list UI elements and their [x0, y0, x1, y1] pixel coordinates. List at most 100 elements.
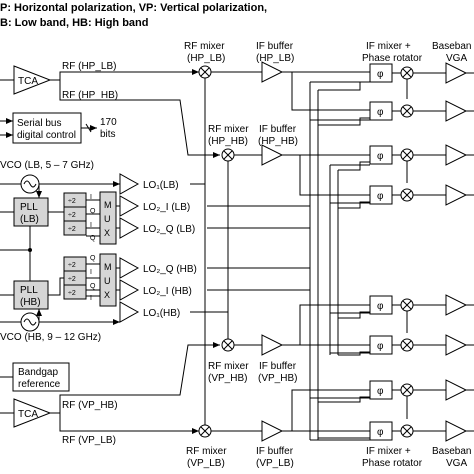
rf-mixer-hp-hb — [221, 148, 235, 162]
phi-6: φ — [377, 341, 384, 352]
channel-row-3: φ — [369, 144, 474, 166]
phi-7: φ — [377, 386, 384, 397]
lo2-taps-row1 — [310, 81, 370, 91]
rf-mixer-path-hp-hb: (HP_HB) — [208, 136, 248, 147]
if-buffer-vp-lb — [261, 420, 284, 442]
if-buffer-hp-lb — [261, 61, 284, 83]
tca-label-hp: TCA — [18, 76, 38, 87]
tca-label-vp: TCA — [18, 409, 38, 420]
rf-mixer-title-hp-hb: RF mixer — [208, 124, 249, 135]
mux-lb-m: M — [104, 200, 112, 210]
lo2-q-hb-label: LO₂_Q (HB) — [143, 264, 197, 275]
div2-hb-2-label: ÷2 — [68, 276, 76, 283]
bits-count: 170 — [100, 117, 117, 128]
if-bus-hp-hb — [282, 154, 370, 196]
serial-bus-line-1: Serial bus — [17, 118, 61, 129]
rf-vp-hb-wire — [50, 342, 220, 414]
if-buffer-path-hp-lb: (HP_LB) — [256, 53, 294, 64]
div-hb-i-2: I — [90, 295, 92, 302]
if-mixer-title-top: IF mixer + — [366, 41, 411, 52]
phi-3: φ — [377, 151, 384, 162]
div-hb-q-1: Q — [90, 255, 96, 262]
if-buffer-path-hp-hb: (HP_HB) — [258, 136, 298, 147]
lo2-i-lb-label: LO₂_I (LB) — [143, 202, 190, 213]
lo2-taps-row4 — [330, 201, 370, 209]
phase-rotator-title-bottom: Phase rotator — [362, 458, 423, 469]
if-bus-vp-hb — [282, 304, 370, 346]
vga-title-top: VGA — [446, 53, 467, 64]
lo2-lb-bus-up — [309, 82, 319, 228]
rf-mixer-path-hp-lb: (HP_LB) — [187, 53, 225, 64]
lo2-taps-row8 — [310, 437, 370, 441]
mux-lb-x: X — [104, 228, 110, 238]
if-bus-vp-lb — [282, 389, 370, 432]
phi-8: φ — [377, 427, 384, 438]
lo1-lb-buffer — [119, 173, 140, 195]
rf-hp-lb-label: RF (HP_LB) — [62, 61, 116, 72]
div-lb-i-1: I — [90, 194, 92, 201]
div2-hb-3 — [63, 284, 87, 300]
div2-lb-1-label: ÷2 — [68, 198, 76, 205]
pll-lb-title: PLL — [20, 202, 38, 213]
bus-slash — [85, 123, 92, 133]
channel-row-8: φ — [369, 420, 474, 442]
div-lb-wires — [86, 199, 100, 237]
lo2-i-hb-buffer — [119, 279, 140, 301]
lo2-q-lb-buffer — [119, 217, 140, 239]
div2-hb-1-label: ÷2 — [68, 262, 76, 269]
bandgap-line-2: reference — [18, 379, 61, 390]
vco-lb-label: VCO (LB, 5 – 7 GHz) — [0, 160, 94, 171]
mux-hb-u: U — [104, 276, 111, 286]
div-hb-i-1: I — [90, 269, 92, 276]
legend-line-1: P: Horizontal polarization, VP: Vertical… — [0, 2, 267, 14]
vco-hb-sine-icon — [23, 318, 37, 326]
div-hb-q-2: Q — [90, 283, 96, 290]
rf-hp-hb-wire — [59, 80, 220, 158]
channel-row-7: φ — [369, 379, 474, 401]
lo2-q-lb-label: LO₂_Q (LB) — [143, 224, 195, 235]
mux-lb-block — [99, 191, 117, 245]
mux-hb-m: M — [104, 262, 112, 272]
rf-mixer-vp-hb — [221, 338, 235, 352]
div-lb-i-2: I — [90, 222, 92, 229]
channel-row-2: φ — [369, 100, 474, 122]
if-buffer-title-vp-hb: IF buffer — [259, 361, 297, 372]
rf-vp-lb-wire — [59, 413, 199, 434]
phase-rotator-title-top: Phase rotator — [362, 53, 423, 64]
baseband-title-top: Baseban — [432, 41, 471, 52]
pll-hb-band: (HB) — [20, 297, 41, 308]
lo2-hb-bus-up — [329, 165, 339, 290]
lo2-taps-row5 — [330, 311, 370, 319]
serial-bus-line-2: digital control — [17, 130, 76, 141]
div2-hb-3-label: ÷2 — [68, 290, 76, 297]
phi-5: φ — [377, 301, 384, 312]
lo1-lb-label: LO₁(LB) — [143, 180, 179, 191]
legend-line-2: B: Low band, HB: High band — [0, 17, 148, 29]
mux-hb-x: X — [104, 290, 110, 300]
rf-mixer-path-vp-lb: (VP_LB) — [187, 458, 225, 469]
lo2-taps-row2 — [310, 117, 370, 126]
lo1-hb-buffer — [119, 301, 140, 323]
bandgap-line-1: Bandgap — [18, 367, 58, 378]
lo2-taps-row6 — [330, 351, 370, 356]
div-lb-q-1: Q — [90, 208, 96, 215]
lo2-i-hb-label: LO₂_I (HB) — [143, 286, 192, 297]
baseband-title-bottom: Baseban — [432, 446, 471, 457]
lo2-lb-bus-down — [309, 206, 319, 440]
div2-lb-2-label: ÷2 — [68, 212, 76, 219]
bits-unit: bits — [100, 129, 116, 140]
if-buffer-path-vp-lb: (VP_LB) — [256, 458, 294, 469]
if-buffer-vp-hb — [261, 334, 284, 356]
if-buffer-path-vp-hb: (VP_HB) — [258, 373, 297, 384]
pll-hb-out — [48, 277, 64, 296]
if-buffer-hp-hb — [261, 144, 284, 166]
mux-hb-block — [99, 253, 117, 307]
vco-hb-label: VCO (HB, 9 – 12 GHz) — [0, 332, 101, 343]
rf-hp-lb-wire — [50, 69, 199, 81]
div-lb-q-2: Q — [90, 235, 96, 242]
channel-row-6: φ — [369, 334, 474, 356]
if-buffer-title-bottom: IF buffer — [256, 446, 294, 457]
rf-mixer-title-vp-hb: RF mixer — [208, 361, 249, 372]
lo2-hb-bus-down — [329, 268, 339, 355]
phi-4: φ — [377, 191, 384, 202]
